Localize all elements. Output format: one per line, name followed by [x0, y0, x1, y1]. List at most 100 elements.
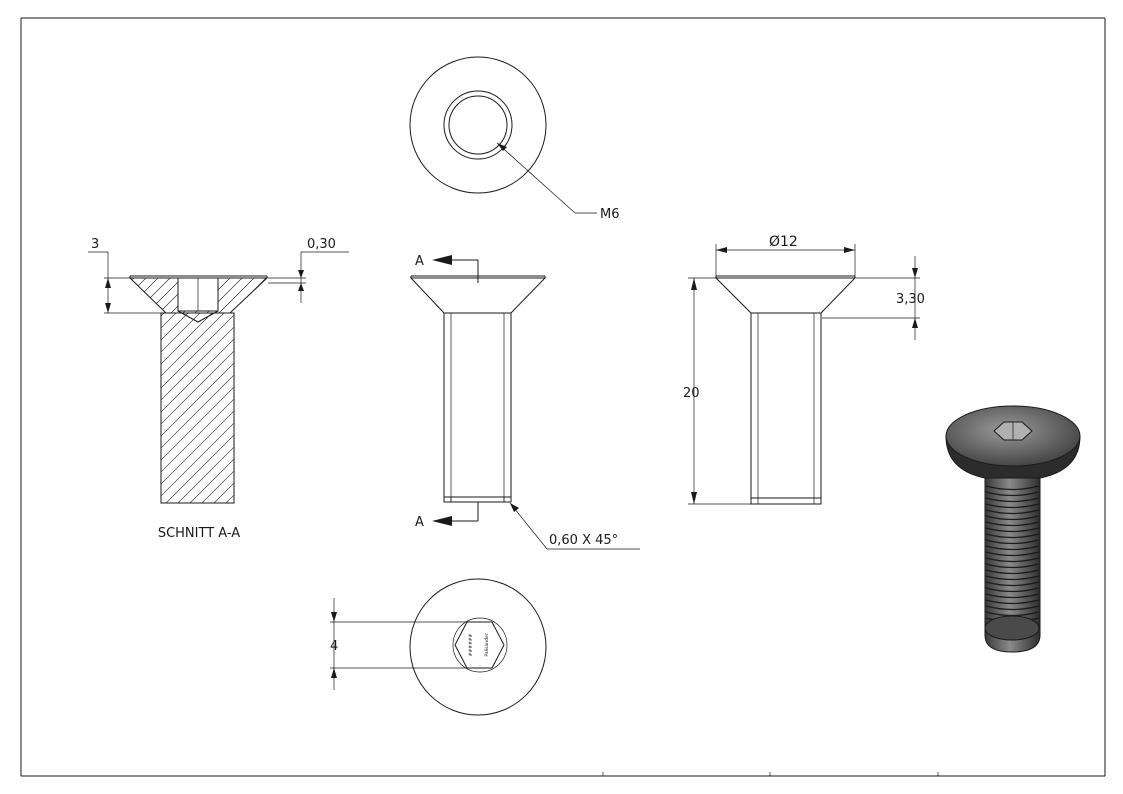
thread-ring [985, 485, 1040, 491]
hatch-line [161, 313, 213, 365]
thread-ring [985, 563, 1040, 569]
hatch-line [277, 275, 317, 315]
hatch-line [161, 314, 234, 389]
thread-ring [985, 509, 1040, 515]
thread-ring [985, 605, 1040, 611]
thread-leader-line [496, 142, 576, 214]
hatch-line [165, 434, 234, 503]
dim-hex-size: 4 [330, 639, 338, 654]
section-shank-hatch [161, 310, 623, 505]
thread-ring [985, 569, 1040, 575]
hatch-line [161, 338, 234, 413]
hatch-line [368, 310, 563, 505]
top-view-head-outline [409, 56, 547, 194]
section-arrow-top [432, 255, 452, 265]
thread-ring [985, 557, 1040, 563]
thread-ring [985, 581, 1040, 587]
hatch-line [161, 350, 234, 425]
thread-ring [985, 539, 1040, 545]
thread-ring [985, 491, 1040, 497]
hatch-line [130, 278, 150, 313]
top-view: M6 [409, 56, 620, 222]
hatch-line [161, 313, 225, 377]
hatch-line [356, 310, 551, 505]
hatch-line [236, 310, 431, 505]
bottom-view-thread-circle [452, 617, 508, 673]
hex-socket-outline [454, 621, 505, 669]
hatch-line [161, 313, 165, 317]
hatch-line [296, 310, 491, 505]
side-view: Ø12 3,30 20 [683, 234, 925, 505]
thread-ring [985, 497, 1040, 503]
hatch-line [161, 326, 234, 401]
hatch-line [189, 458, 234, 503]
hatch-line [332, 310, 527, 505]
hatch-line [264, 278, 267, 313]
thread-ring [985, 527, 1040, 533]
hex-inscription-1: Palisander [484, 633, 490, 656]
thread-ring [985, 515, 1040, 521]
section-title: SCHNITT A-A [158, 526, 240, 541]
section-arrow-bottom [432, 516, 452, 526]
thread-ring [985, 521, 1040, 527]
section-view: 3 0,30 SCHNITT A-A [85, 237, 623, 541]
chamfer-label: 0,60 X 45° [549, 533, 618, 548]
hatch-line [161, 422, 234, 497]
hatch-line [301, 275, 341, 315]
thread-ring [985, 593, 1040, 599]
top-view-thread-outer [443, 90, 513, 160]
hatch-line [161, 362, 234, 437]
hatch-line [85, 275, 125, 315]
hatch-line [248, 310, 443, 505]
diameter-label: Ø12 [769, 234, 798, 250]
top-view-thread-inner [448, 95, 508, 155]
dim-head-depth: 3 [91, 237, 99, 252]
dim-head-height: 3,30 [896, 292, 925, 307]
hatch-line [252, 278, 267, 313]
hatch-line [177, 446, 234, 503]
section-marker-bottom: A [415, 515, 424, 530]
thread-ring [985, 611, 1040, 617]
thread-label: M6 [600, 207, 620, 222]
side-head-outline [714, 277, 857, 314]
hatch-line [428, 310, 623, 505]
thread-ring [985, 503, 1040, 509]
hatch-line [344, 310, 539, 505]
hatch-line [284, 310, 479, 505]
hatch-line [130, 278, 138, 313]
thread-ring [985, 533, 1040, 539]
iso-view [945, 405, 1081, 653]
front-view: A A 0,60 X 45° [409, 254, 640, 550]
hatch-line [161, 398, 234, 473]
hatch-line [260, 310, 455, 505]
front-head-outline [409, 277, 547, 314]
side-shank-outline [750, 312, 822, 505]
hatch-line [308, 310, 503, 505]
section-marker-top: A [415, 254, 424, 269]
bottom-view-outline [409, 578, 547, 716]
iso-shank-end [984, 615, 1040, 641]
thread-ring [985, 551, 1040, 557]
thread-ring [985, 575, 1040, 581]
hatch-line [225, 494, 234, 503]
hatch-line [404, 310, 599, 505]
front-shank-outline [443, 312, 512, 503]
section-shank-outline [160, 312, 235, 504]
hatch-line [416, 310, 611, 505]
hatch-line [132, 278, 174, 313]
hatch-line [380, 310, 575, 505]
hatch-line [320, 310, 515, 505]
dim-top-offset: 0,30 [307, 237, 336, 252]
thread-ring [985, 587, 1040, 593]
hatch-line [272, 310, 467, 505]
thread-ring [985, 599, 1040, 605]
hatch-line [201, 470, 234, 503]
hatch-line [240, 278, 267, 313]
hatch-line [130, 278, 162, 313]
hatch-line [213, 482, 234, 503]
hatch-line [161, 313, 201, 353]
bottom-view: Palisander ###### 4 [330, 578, 547, 716]
hatch-line [161, 313, 177, 329]
dim-length: 20 [683, 386, 700, 401]
